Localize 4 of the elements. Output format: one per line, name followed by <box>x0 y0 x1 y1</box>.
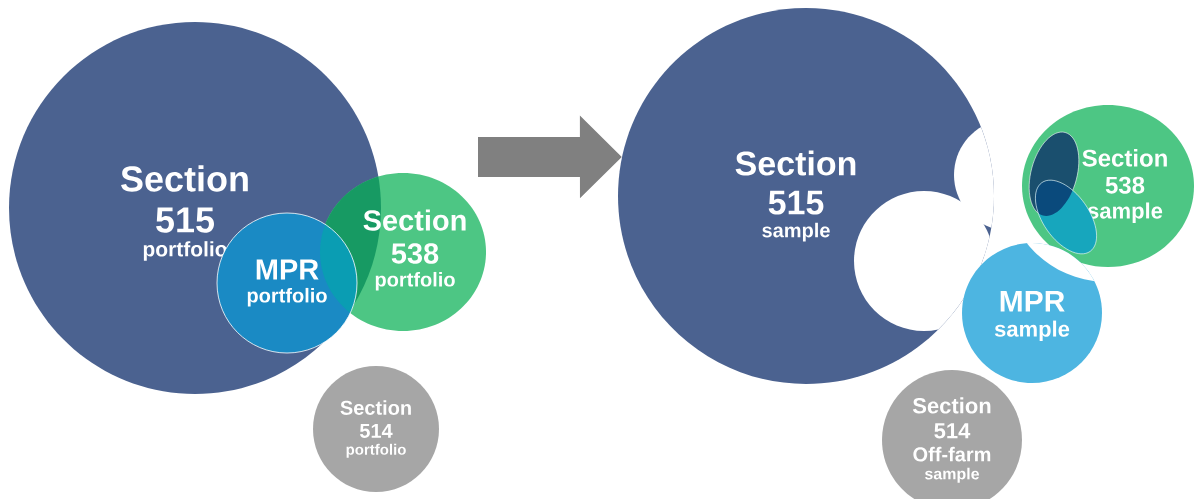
bubble: Section 515 sample <box>618 8 994 384</box>
bubble: MPR sample <box>962 243 1102 383</box>
bubble: Section 514 portfolio <box>313 366 439 492</box>
bubble: Section 514 Off-farm sample <box>882 370 1022 499</box>
